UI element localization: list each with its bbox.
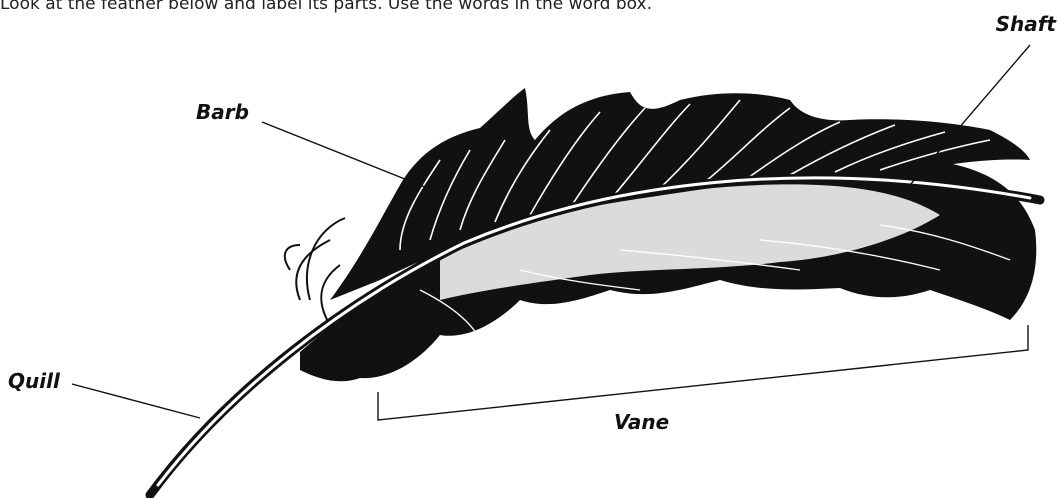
barb-label: Barb — [196, 100, 249, 124]
shaft-label: Shaft — [996, 12, 1056, 36]
quill-leader-line — [72, 384, 200, 418]
shaft-leader-line — [910, 45, 1030, 185]
vane-bracket — [378, 325, 1028, 420]
quill-label: Quill — [8, 369, 60, 393]
feather-drawing — [150, 88, 1040, 495]
vane-label: Vane — [614, 410, 669, 434]
barb-leader-line — [262, 122, 445, 195]
down-wisps — [285, 218, 345, 325]
